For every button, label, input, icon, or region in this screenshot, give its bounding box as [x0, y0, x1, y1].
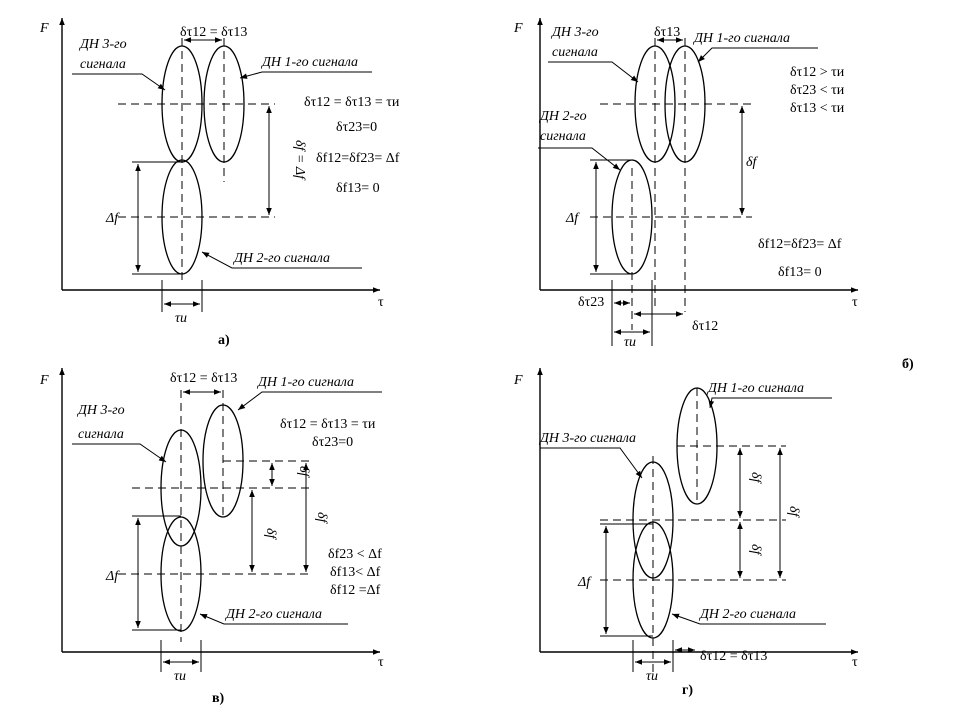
panel-v-dn2-leader — [199, 613, 348, 625]
panel-a-df-rotated: δf = Δf — [292, 140, 307, 181]
panel-v-eq-5: δf12 =Δf — [330, 583, 381, 598]
panel-g-dn2-leader — [671, 613, 826, 625]
panel-b-dn3-line1: ДН 3-го — [550, 25, 599, 40]
panel-v-eq-4: δf13< Δf — [330, 565, 381, 580]
panel-v-eq-1: δτ12 = δτ13 = τи — [280, 417, 376, 432]
panel-b-delta-f: Δf — [565, 211, 580, 226]
panel-g-df-upper: δf — [748, 472, 763, 485]
panel-a-tau-u: τи — [175, 311, 187, 326]
panel-a-eq-1: δτ12 = δτ13 = τи — [304, 95, 400, 110]
panel-b-dn1-leader — [697, 47, 818, 63]
panel-g-delta-f: Δf — [577, 575, 592, 590]
panel-v-df-mid: δf — [263, 528, 278, 541]
panel-g-dn2: ДН 2-го сигнала — [698, 607, 796, 622]
panel-a-eq-3: δf12=δf23= Δf — [316, 151, 400, 166]
panel-v-axis-f: F — [39, 373, 49, 388]
panel-b-eq-2: δτ23 < τи — [790, 83, 845, 98]
panel-b-eq-4: δf12=δf23= Δf — [758, 237, 842, 252]
panel-a-dn3-line2: сигнала — [80, 57, 126, 72]
panel-v-caption: в) — [212, 691, 225, 706]
panel-b-eq-1: δτ12 > τи — [790, 65, 845, 80]
panel-b-dtau23: δτ23 — [578, 295, 604, 310]
panel-a-dn3-line1: ДН 3-го — [78, 37, 127, 52]
panel-b-df: δf — [746, 155, 759, 170]
panel-g: F τ Δf δf δf δf τи δτ12 = δτ13 ДН 1-го с… — [513, 368, 858, 698]
panel-g-dn3: ДН 3-го сигнала — [538, 431, 636, 446]
panel-b-dn2-leader — [538, 147, 621, 171]
panel-b-axis-f: F — [513, 21, 523, 36]
panel-a-dn1: ДН 1-го сигнала — [260, 55, 358, 70]
panel-a-dn1-leader — [239, 71, 372, 79]
panel-g-axis-tau: τ — [852, 655, 858, 670]
panel-a-dn2: ДН 2-го сигнала — [232, 251, 330, 266]
panel-b-dn1: ДН 1-го сигнала — [692, 31, 790, 46]
panel-v-dn3-line1: ДН 3-го — [76, 403, 125, 418]
panel-v-dn3-line2: сигнала — [78, 427, 124, 442]
panel-a-eq-2: δτ23=0 — [336, 120, 377, 135]
panel-b-dtau12: δτ12 — [692, 319, 718, 334]
panel-g-caption: г) — [682, 683, 693, 698]
panel-a-eq-4: δf13= 0 — [336, 181, 380, 196]
panel-g-dn1-leader — [708, 397, 832, 409]
panel-v-dtau-top: δτ12 = δτ13 — [170, 371, 237, 386]
panel-g-axis-f: F — [513, 373, 523, 388]
panel-v-delta-f: Δf — [105, 569, 120, 584]
panel-g-dn1: ДН 1-го сигнала — [706, 381, 804, 396]
panel-a-axis-tau: τ — [378, 295, 384, 310]
panel-b-dtau-top: δτ13 — [654, 25, 680, 40]
panel-v-dn2: ДН 2-го сигнала — [224, 607, 322, 622]
panel-g-tau-u: τи — [646, 669, 658, 684]
panel-a: F τ Δf δf = Δf δτ12 = δτ13 τи ДН 3-го си… — [39, 18, 400, 348]
panel-g-dn3-leader — [540, 447, 643, 479]
panel-v: F τ Δf δf δf δf δτ12 = δτ13 τи ДН 3-го с… — [39, 368, 384, 706]
panel-b-dn2-line1: ДН 2-го — [538, 109, 587, 124]
panel-v-axis-tau: τ — [378, 655, 384, 670]
panel-v-df-big: δf — [314, 512, 329, 525]
panel-g-df-lower: δf — [748, 544, 763, 557]
panel-b-dn2-line2: сигнала — [540, 129, 586, 144]
panel-a-dtau-top: δτ12 = δτ13 — [180, 25, 247, 40]
panel-a-dn3-leader — [72, 73, 166, 91]
panel-b: F τ Δf δf δτ13 δτ23 δτ12 τи ДН 3-го сигн… — [513, 18, 914, 372]
panel-v-eq-3: δf23 < Δf — [328, 547, 382, 562]
panel-a-delta-f: Δf — [105, 211, 120, 226]
panel-a-axis-f: F — [39, 21, 49, 36]
panel-b-axis-tau: τ — [852, 295, 858, 310]
panel-b-dn3-line2: сигнала — [552, 45, 598, 60]
panel-v-df-small: δf — [296, 466, 311, 479]
panel-v-dn1-leader — [237, 391, 382, 411]
panel-v-eq-2: δτ23=0 — [312, 435, 353, 450]
panel-b-dn3-leader — [548, 61, 639, 83]
panel-v-tau-u: τи — [174, 669, 186, 684]
panel-g-dtau-bottom: δτ12 = δτ13 — [700, 649, 767, 664]
panel-v-dn3-leader — [72, 443, 167, 463]
panel-v-dn1: ДН 1-го сигнала — [256, 375, 354, 390]
panel-b-tau-u: τи — [624, 335, 636, 350]
panel-b-caption: б) — [902, 357, 914, 372]
panel-b-eq-5: δf13= 0 — [778, 265, 822, 280]
panel-g-df-big: δf — [786, 506, 801, 519]
panel-b-eq-3: δτ13 < τи — [790, 101, 845, 116]
panel-a-caption: а) — [218, 333, 230, 348]
panel-a-dn2-leader — [201, 251, 362, 269]
